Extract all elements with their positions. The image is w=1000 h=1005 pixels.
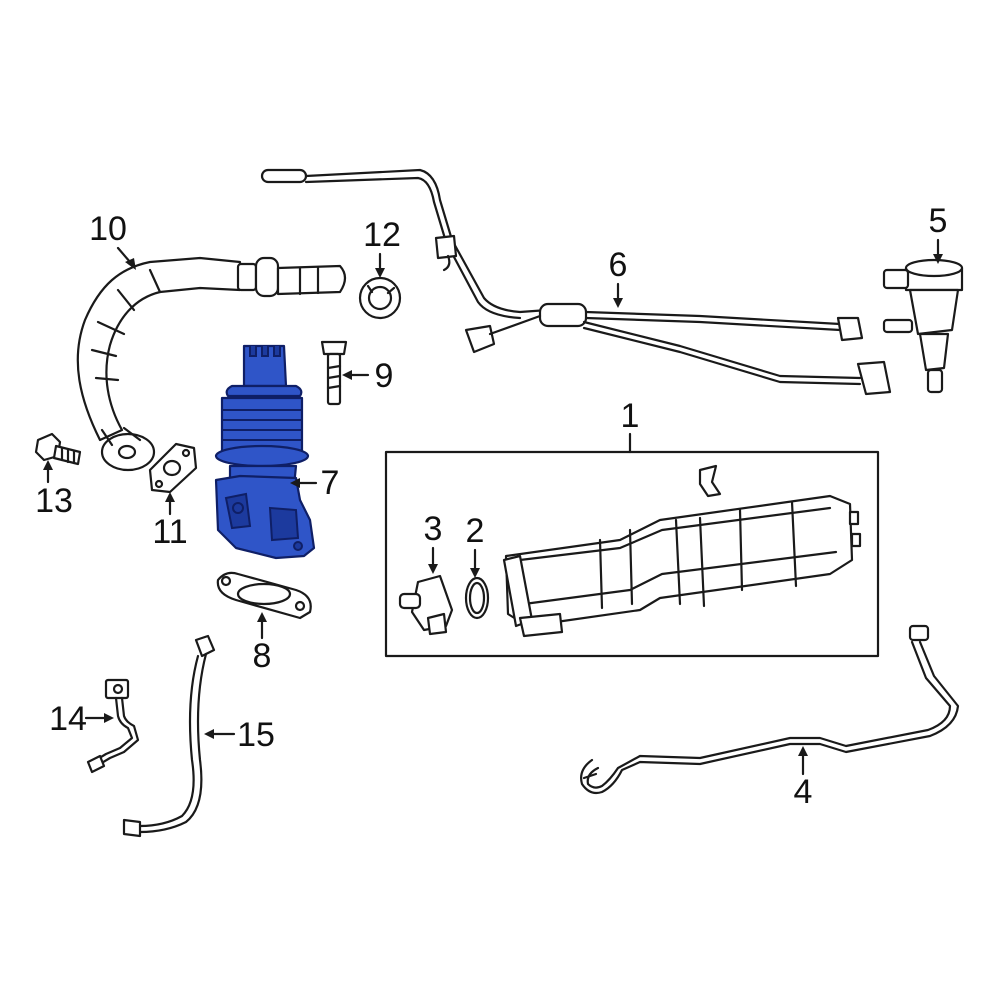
callout-3: 3 [424, 510, 443, 574]
callout-13: 13 [35, 460, 73, 520]
callout-6: 6 [609, 246, 628, 308]
callout-label-5: 5 [929, 202, 948, 240]
callout-7: 7 [290, 464, 339, 502]
callout-5: 5 [929, 202, 948, 264]
part-4-hose[interactable] [580, 624, 960, 795]
callout-label-2: 2 [466, 512, 485, 550]
callout-8: 8 [253, 612, 272, 675]
callout-14: 14 [49, 700, 114, 738]
callout-label-13: 13 [35, 482, 73, 520]
callout-9: 9 [342, 357, 393, 395]
part-11-gasket[interactable] [148, 442, 198, 494]
callout-label-1: 1 [621, 397, 640, 435]
callout-15: 15 [204, 716, 275, 754]
part-15-sensor-cable[interactable] [122, 634, 216, 838]
part-9-bolt[interactable] [320, 340, 348, 406]
callout-label-11: 11 [152, 513, 187, 551]
callout-label-3: 3 [424, 510, 443, 548]
part-14-sensor[interactable] [86, 678, 140, 774]
callout-10: 10 [89, 210, 136, 270]
callout-label-14: 14 [49, 700, 87, 738]
part-7-egr-valve-highlighted[interactable] [214, 344, 316, 560]
callout-label-12: 12 [363, 216, 401, 254]
callout-12: 12 [363, 216, 401, 278]
part-1-canister-group[interactable] [384, 450, 880, 658]
callout-label-9: 9 [375, 357, 394, 395]
callout-2: 2 [466, 512, 485, 578]
callout-label-10: 10 [89, 210, 127, 248]
part-8-gasket[interactable] [216, 571, 312, 620]
callout-label-15: 15 [237, 716, 275, 754]
callout-label-8: 8 [253, 637, 272, 675]
part-10-egr-tube[interactable] [76, 256, 347, 472]
callout-label-6: 6 [609, 246, 628, 284]
part-13-bolt[interactable] [34, 432, 82, 466]
callout-1: 1 [621, 397, 640, 454]
callout-label-7: 7 [321, 464, 340, 502]
part-1-canister[interactable] [502, 464, 862, 638]
part-2-o-ring[interactable] [464, 576, 490, 620]
callout-label-4: 4 [794, 773, 813, 811]
part-5-purge-valve[interactable] [882, 258, 964, 394]
part-6-harness[interactable] [260, 168, 892, 396]
part-3-valve[interactable] [398, 574, 454, 636]
part-12-seal[interactable] [358, 276, 402, 320]
callout-11: 11 [152, 492, 188, 551]
callout-4: 4 [794, 746, 813, 811]
